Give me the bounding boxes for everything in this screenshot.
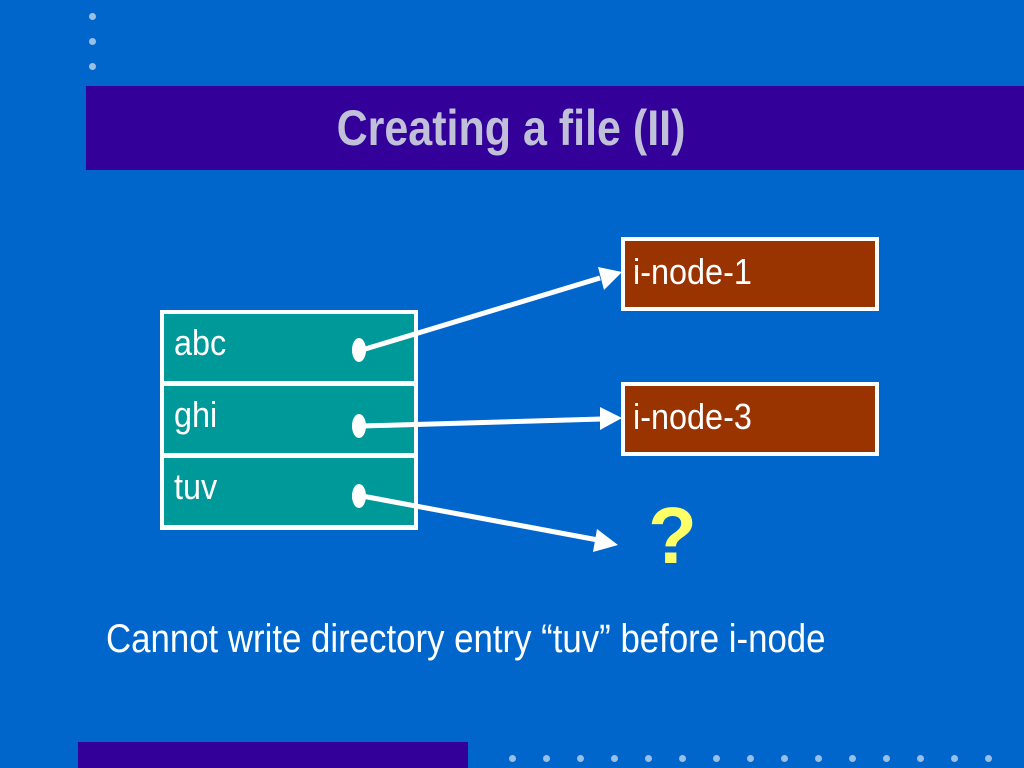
slide-caption: Cannot write directory entry “tuv” befor… bbox=[106, 617, 826, 661]
directory-entry-ghi: ghi bbox=[164, 386, 414, 453]
decor-dot bbox=[645, 755, 652, 762]
directory-entry-name: ghi bbox=[174, 394, 218, 435]
pointer-ghi-to-inode-3 bbox=[352, 407, 622, 438]
decor-dot bbox=[781, 755, 788, 762]
arrowhead bbox=[593, 529, 618, 552]
decor-dot bbox=[815, 755, 822, 762]
decor-dot bbox=[985, 755, 992, 762]
decor-dot bbox=[951, 755, 958, 762]
directory-entry-name: abc bbox=[174, 322, 227, 363]
pointer-dot bbox=[352, 484, 366, 508]
title-band bbox=[86, 86, 1024, 170]
inode-label: i-node-3 bbox=[633, 396, 752, 437]
decor-dot bbox=[509, 755, 516, 762]
decor-dot bbox=[747, 755, 754, 762]
decor-dot bbox=[577, 755, 584, 762]
directory-entry-name: tuv bbox=[174, 466, 218, 507]
unknown-inode-question-mark: ? bbox=[648, 491, 697, 580]
decor-dot bbox=[849, 755, 856, 762]
decor-dot bbox=[883, 755, 890, 762]
decor-dot bbox=[611, 755, 618, 762]
inode-box-fill: i-node-3 bbox=[625, 386, 875, 452]
slide-title: Creating a file (II) bbox=[336, 100, 686, 156]
decor-dot bbox=[89, 38, 96, 45]
pointer-line bbox=[361, 416, 603, 429]
arrowhead bbox=[600, 407, 622, 430]
inode-label: i-node-1 bbox=[633, 251, 752, 292]
decor-dot bbox=[89, 13, 96, 20]
directory-entry-tuv: tuv bbox=[164, 458, 414, 525]
pointer-tuv-to-unknown bbox=[352, 484, 618, 552]
pointer-dot bbox=[352, 414, 366, 438]
decor-dot bbox=[89, 63, 96, 70]
inode-box-3: i-node-3 bbox=[621, 382, 879, 456]
inode-box-1: i-node-1 bbox=[621, 237, 879, 311]
decor-dot bbox=[543, 755, 550, 762]
decor-dot bbox=[713, 755, 720, 762]
decor-dot bbox=[917, 755, 924, 762]
arrowhead bbox=[598, 267, 622, 290]
pointer-line bbox=[361, 493, 599, 543]
inode-box-fill: i-node-1 bbox=[625, 241, 875, 307]
decor-dot bbox=[679, 755, 686, 762]
pointer-line bbox=[361, 275, 601, 353]
pointer-abc-to-inode-1 bbox=[352, 267, 622, 362]
pointer-dot bbox=[352, 338, 366, 362]
bottom-band bbox=[78, 742, 468, 768]
